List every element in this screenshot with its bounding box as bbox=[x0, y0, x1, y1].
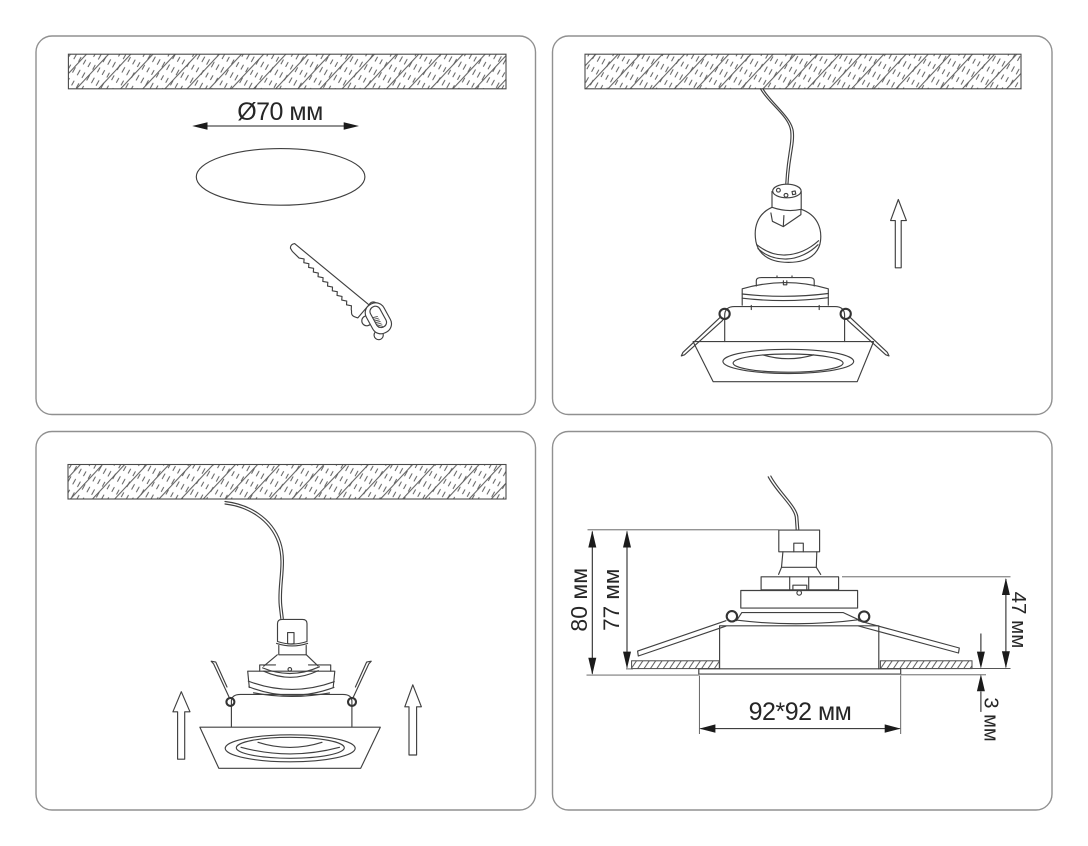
svg-text:80 мм: 80 мм bbox=[566, 568, 592, 632]
svg-text:Ø70 мм: Ø70 мм bbox=[237, 98, 323, 126]
svg-text:3 мм: 3 мм bbox=[979, 697, 1001, 741]
svg-text:77 мм: 77 мм bbox=[599, 569, 624, 631]
svg-text:92*92 мм: 92*92 мм bbox=[749, 698, 852, 726]
svg-text:47 мм: 47 мм bbox=[1007, 592, 1030, 649]
